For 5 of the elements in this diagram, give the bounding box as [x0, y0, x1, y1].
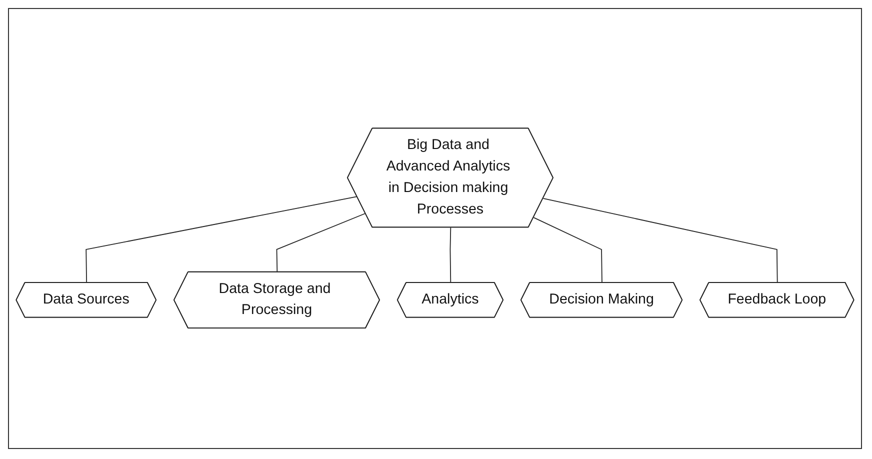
- connector: [533, 218, 602, 284]
- connector: [450, 228, 452, 284]
- connector: [542, 198, 778, 284]
- connector: [276, 213, 366, 274]
- connector: [86, 196, 358, 284]
